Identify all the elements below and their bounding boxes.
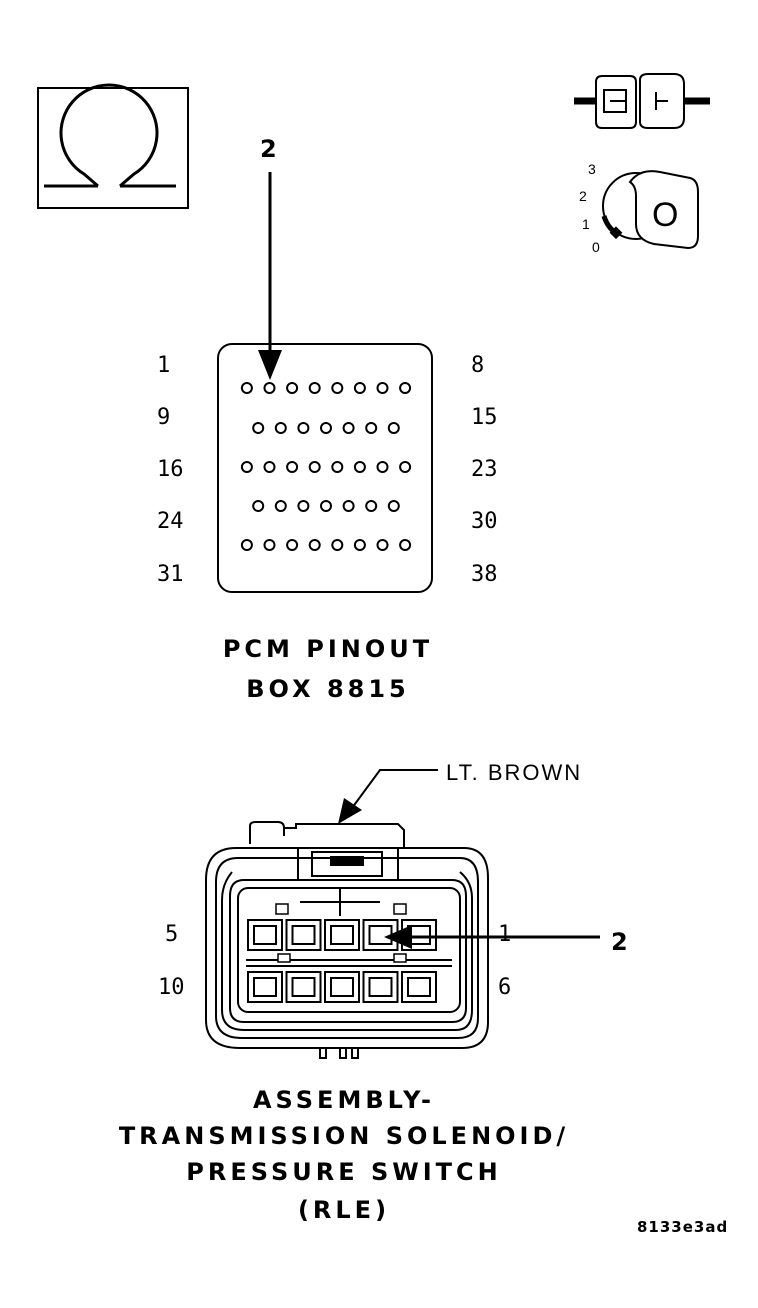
- pcm-row-label-left: 16: [157, 457, 184, 482]
- pcm-pinout: 2 1 9 16 24 31 8 15 23 30 38 PCM PINOUT …: [157, 135, 498, 703]
- pcm-pin: [353, 539, 366, 551]
- pcm-pin: [320, 500, 332, 512]
- solenoid-arrow: [384, 925, 600, 949]
- pcm-pin: [342, 500, 355, 512]
- pcm-pin-grid: [240, 382, 412, 551]
- cavity-label-10: 10: [158, 975, 185, 1000]
- cavity-row-bottom: [247, 971, 437, 1003]
- solenoid-title-line: ASSEMBLY-: [253, 1086, 435, 1114]
- disconnect-connector-icon: [574, 73, 710, 129]
- pcm-pin: [240, 539, 253, 551]
- cavity-terminal: [407, 977, 431, 997]
- pcm-pin: [252, 422, 265, 434]
- pcm-pin: [297, 422, 310, 434]
- solenoid-title-line: PRESSURE SWITCH: [186, 1158, 501, 1186]
- pcm-pin: [263, 461, 276, 473]
- solenoid-connector: LT. BROWN: [119, 760, 628, 1224]
- pcm-pin: [320, 422, 332, 434]
- pcm-pin: [365, 500, 378, 512]
- pcm-pin: [376, 539, 389, 551]
- pcm-pin: [274, 500, 287, 512]
- cavity-terminal: [291, 925, 316, 945]
- pcm-pin: [308, 539, 321, 551]
- connector-housing: [205, 821, 489, 1059]
- ignition-position-0: 0: [592, 239, 600, 255]
- pcm-pin: [274, 422, 287, 434]
- pcm-row-label-left: 9: [157, 405, 170, 430]
- cavity-terminal: [253, 977, 277, 997]
- pcm-pin: [399, 382, 412, 394]
- cavity-label-1: 1: [498, 922, 511, 947]
- pcm-pin: [331, 539, 344, 551]
- pcm-pin: [263, 382, 276, 394]
- pcm-pin: [297, 500, 310, 512]
- cavity-terminal: [330, 925, 354, 945]
- pcm-pin: [376, 461, 389, 473]
- pcm-row-label-right: 30: [471, 509, 498, 534]
- figure-reference: 8133e3ad: [637, 1218, 728, 1236]
- pcm-pin: [308, 461, 321, 473]
- pcm-pin: [331, 461, 344, 473]
- pcm-pin: [342, 422, 355, 434]
- pcm-pin: [263, 539, 276, 551]
- solenoid-title-line: TRANSMISSION SOLENOID/: [119, 1122, 569, 1150]
- pcm-pin: [376, 382, 389, 394]
- pcm-row-label-left: 24: [157, 509, 184, 534]
- pcm-row-label-right: 23: [471, 457, 498, 482]
- solenoid-callout-number: 2: [611, 928, 628, 956]
- pcm-pin: [399, 461, 412, 473]
- ohmmeter-symbol: [37, 83, 189, 209]
- connector-markings: [275, 888, 407, 963]
- solenoid-title-line: (RLE): [298, 1196, 390, 1224]
- wire-leader-arrow: [338, 769, 438, 824]
- ignition-position-2: 2: [579, 188, 587, 204]
- ohm-symbol-icon: [44, 83, 176, 188]
- ignition-position-3: 3: [588, 161, 596, 177]
- pcm-pin: [387, 500, 400, 512]
- pcm-pin: [308, 382, 321, 394]
- pcm-pin: [240, 461, 253, 473]
- pcm-pin: [399, 539, 412, 551]
- pcm-row-label-right: 38: [471, 562, 498, 587]
- pcm-arrow: [258, 172, 282, 380]
- ignition-key-icon: 3 2 1 0 O: [579, 161, 699, 255]
- cavity-terminal: [253, 925, 277, 945]
- pcm-row-label-left: 1: [157, 353, 170, 378]
- pcm-row-label-right: 15: [471, 405, 498, 430]
- pcm-pin: [353, 382, 366, 394]
- pcm-pin: [252, 500, 265, 512]
- pcm-pin: [240, 382, 253, 394]
- pcm-pin: [387, 422, 400, 434]
- pcm-pin: [286, 382, 299, 394]
- wire-color-label: LT. BROWN: [446, 760, 582, 785]
- cavity-label-5: 5: [165, 922, 178, 947]
- pcm-pin: [365, 422, 378, 434]
- cavity-terminal: [330, 977, 354, 997]
- pcm-pin: [286, 461, 299, 473]
- pcm-pin: [286, 539, 299, 551]
- pcm-pin: [331, 382, 344, 394]
- cavity-terminal: [368, 977, 393, 997]
- pcm-row-label-right: 8: [471, 353, 484, 378]
- pcm-title: PCM PINOUT: [223, 635, 433, 663]
- pcm-connector-body: [217, 343, 433, 593]
- cavity-label-6: 6: [498, 975, 511, 1000]
- pcm-row-label-left: 31: [157, 562, 184, 587]
- pcm-callout-number: 2: [260, 135, 277, 163]
- cavity-terminal: [291, 977, 316, 997]
- ignition-position-1: 1: [582, 216, 590, 232]
- key-letter: O: [652, 196, 678, 234]
- pcm-pin: [353, 461, 366, 473]
- pcm-subtitle: BOX 8815: [246, 675, 410, 703]
